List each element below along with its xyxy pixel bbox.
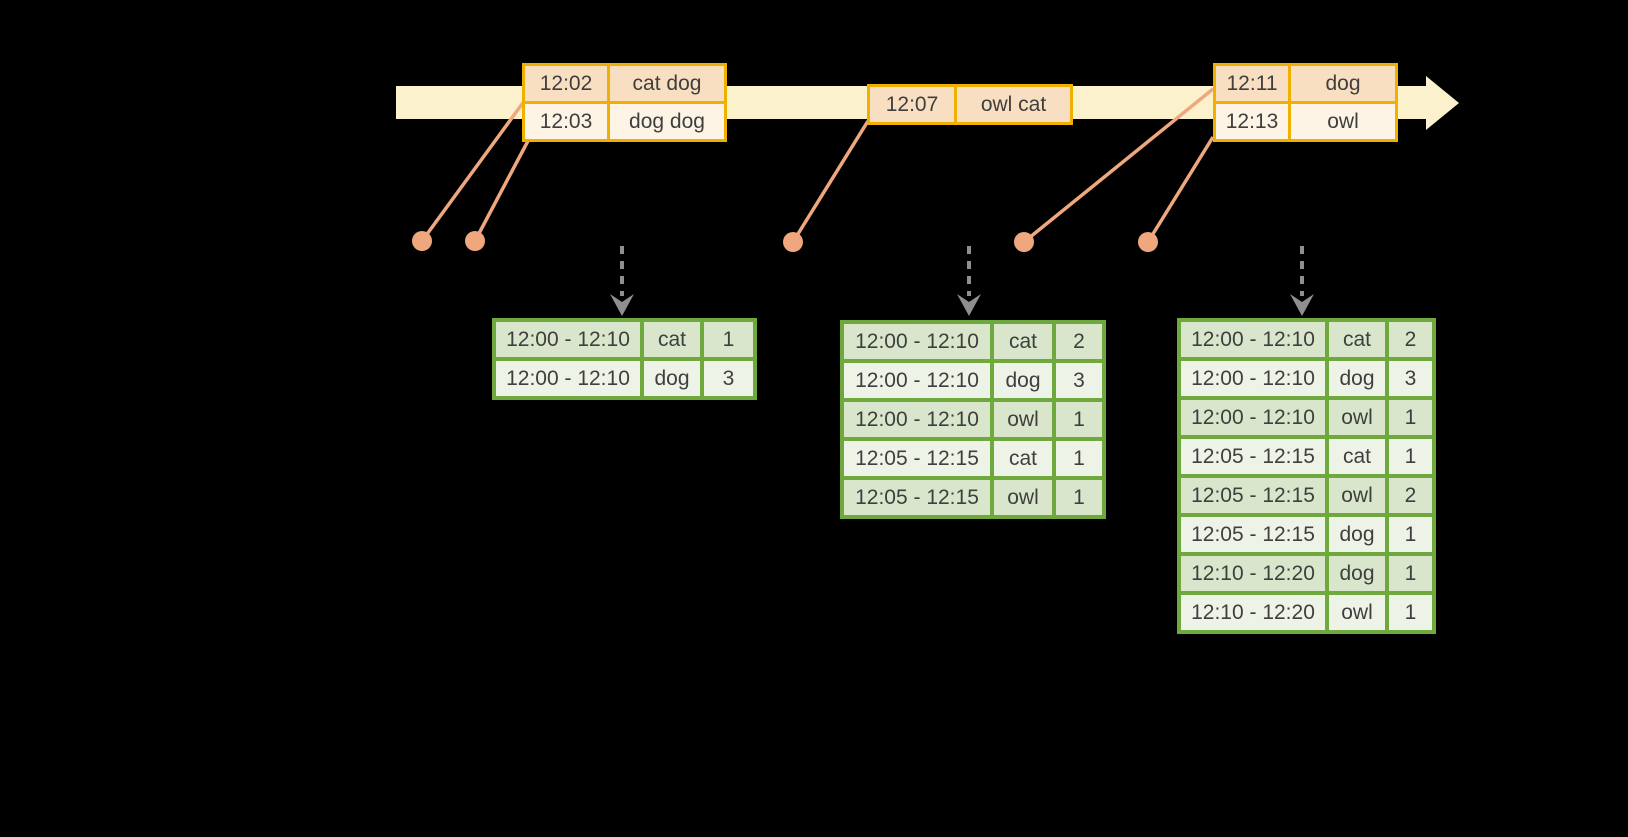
stream-batch-table-1: 12:02 cat dog 12:03 dog dog: [522, 63, 727, 142]
event-connector-line: [791, 120, 870, 243]
windowed-count-row: 12:00 - 12:10 dog 3: [492, 357, 757, 400]
word-cell: owl: [1325, 396, 1389, 439]
count-cell: 1: [1052, 476, 1106, 519]
window-cell: 12:05 - 12:15: [840, 437, 994, 480]
count-cell: 2: [1385, 318, 1436, 361]
event-time-cell: 12:11: [1213, 63, 1291, 104]
windowed-count-row: 12:10 - 12:20 owl 1: [1177, 591, 1436, 634]
event-words-cell: owl cat: [954, 84, 1073, 125]
event-connector-line: [420, 98, 527, 243]
event-words-cell: dog: [1288, 63, 1398, 104]
count-cell: 2: [1385, 474, 1436, 517]
count-cell: 1: [1385, 513, 1436, 556]
windowed-count-row: 12:00 - 12:10 owl 1: [840, 398, 1106, 441]
window-cell: 12:00 - 12:10: [840, 398, 994, 441]
windowed-count-row: 12:05 - 12:15 dog 1: [1177, 513, 1436, 556]
event-time-cell: 12:02: [522, 63, 610, 104]
event-time-cell: 12:07: [867, 84, 957, 125]
trigger-arrowhead-icon: [610, 294, 634, 316]
word-cell: cat: [640, 318, 704, 361]
count-cell: 1: [1052, 437, 1106, 480]
word-cell: owl: [1325, 591, 1389, 634]
stream-batch-table-3: 12:11 dog 12:13 owl: [1213, 63, 1398, 142]
word-cell: owl: [990, 476, 1056, 519]
event-connector-line: [1146, 136, 1215, 243]
count-cell: 1: [1385, 552, 1436, 595]
word-cell: owl: [990, 398, 1056, 441]
event-words-cell: dog dog: [607, 101, 727, 142]
count-cell: 1: [1052, 398, 1106, 441]
count-cell: 3: [700, 357, 757, 400]
windowed-count-row: 12:00 - 12:10 dog 3: [1177, 357, 1436, 400]
word-cell: cat: [990, 320, 1056, 363]
trigger-arrowhead-icon: [957, 294, 981, 316]
window-cell: 12:00 - 12:10: [492, 318, 644, 361]
count-cell: 1: [1385, 591, 1436, 634]
windowed-count-row: 12:00 - 12:10 cat 2: [1177, 318, 1436, 361]
stream-event-row: 12:03 dog dog: [522, 101, 727, 142]
word-cell: cat: [1325, 318, 1389, 361]
windowed-count-row: 12:00 - 12:10 owl 1: [1177, 396, 1436, 439]
event-dot: [465, 231, 485, 251]
window-cell: 12:00 - 12:10: [840, 359, 994, 402]
window-cell: 12:05 - 12:15: [1177, 513, 1329, 556]
windowed-count-row: 12:10 - 12:20 dog 1: [1177, 552, 1436, 595]
windowed-counts-table-2: 12:00 - 12:10 cat 2 12:00 - 12:10 dog 3 …: [840, 320, 1106, 519]
event-dot: [412, 231, 432, 251]
word-cell: dog: [640, 357, 704, 400]
count-cell: 1: [700, 318, 757, 361]
event-connector-line: [1022, 87, 1215, 244]
count-cell: 1: [1385, 435, 1436, 478]
event-time-cell: 12:13: [1213, 101, 1291, 142]
windowed-count-row: 12:05 - 12:15 owl 1: [840, 476, 1106, 519]
count-cell: 1: [1385, 396, 1436, 439]
event-words-cell: cat dog: [607, 63, 727, 104]
trigger-arrows: [610, 246, 1314, 316]
stream-event-row: 12:07 owl cat: [867, 84, 1073, 125]
stream-event-row: 12:13 owl: [1213, 101, 1398, 142]
event-dot: [1138, 232, 1158, 252]
window-cell: 12:10 - 12:20: [1177, 591, 1329, 634]
word-cell: dog: [990, 359, 1056, 402]
trigger-arrowhead-icon: [1290, 294, 1314, 316]
event-connectors: [420, 87, 1215, 244]
windowed-count-row: 12:00 - 12:10 cat 2: [840, 320, 1106, 363]
window-cell: 12:00 - 12:10: [840, 320, 994, 363]
window-cell: 12:00 - 12:10: [1177, 318, 1329, 361]
count-cell: 3: [1052, 359, 1106, 402]
count-cell: 3: [1385, 357, 1436, 400]
window-cell: 12:10 - 12:20: [1177, 552, 1329, 595]
word-cell: owl: [1325, 474, 1389, 517]
window-cell: 12:00 - 12:10: [1177, 396, 1329, 439]
event-words-cell: owl: [1288, 101, 1398, 142]
word-cell: dog: [1325, 552, 1389, 595]
windowed-counts-table-3: 12:00 - 12:10 cat 2 12:00 - 12:10 dog 3 …: [1177, 318, 1436, 634]
window-cell: 12:05 - 12:15: [840, 476, 994, 519]
windowed-count-row: 12:00 - 12:10 cat 1: [492, 318, 757, 361]
count-cell: 2: [1052, 320, 1106, 363]
windowed-count-row: 12:00 - 12:10 dog 3: [840, 359, 1106, 402]
stream-event-row: 12:11 dog: [1213, 63, 1398, 104]
windowed-count-row: 12:05 - 12:15 cat 1: [1177, 435, 1436, 478]
windowed-counts-table-1: 12:00 - 12:10 cat 1 12:00 - 12:10 dog 3: [492, 318, 757, 400]
word-cell: cat: [990, 437, 1056, 480]
windowed-count-row: 12:05 - 12:15 owl 2: [1177, 474, 1436, 517]
word-cell: cat: [1325, 435, 1389, 478]
windowed-count-row: 12:05 - 12:15 cat 1: [840, 437, 1106, 480]
event-time-cell: 12:03: [522, 101, 610, 142]
window-cell: 12:05 - 12:15: [1177, 474, 1329, 517]
event-dot: [783, 232, 803, 252]
event-connector-line: [473, 138, 531, 242]
stream-event-row: 12:02 cat dog: [522, 63, 727, 104]
window-cell: 12:00 - 12:10: [492, 357, 644, 400]
word-cell: dog: [1325, 357, 1389, 400]
event-dot: [1014, 232, 1034, 252]
window-cell: 12:05 - 12:15: [1177, 435, 1329, 478]
window-cell: 12:00 - 12:10: [1177, 357, 1329, 400]
word-cell: dog: [1325, 513, 1389, 556]
stream-batch-table-2: 12:07 owl cat: [867, 84, 1073, 125]
event-dots: [412, 231, 1158, 252]
